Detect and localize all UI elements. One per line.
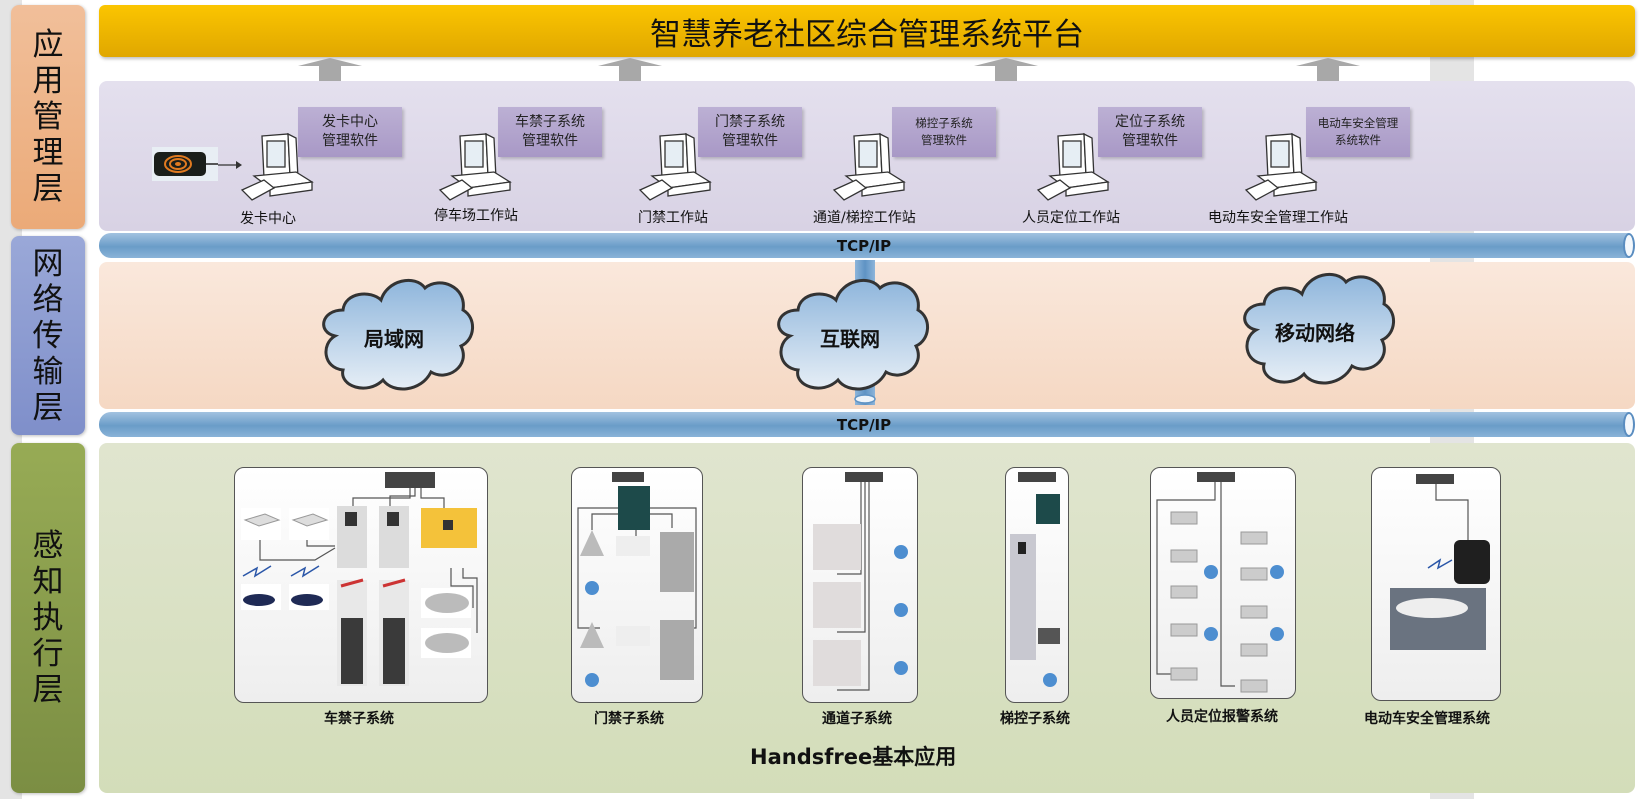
- protocol-label: TCP/IP: [836, 415, 892, 434]
- footer-caption: Handsfree基本应用: [750, 745, 957, 769]
- layer-char: 络: [32, 281, 64, 318]
- subsystem-label: 梯控子系统: [1000, 711, 1070, 727]
- card-reader-icon: [152, 147, 218, 181]
- software-line: 管理软件: [322, 133, 378, 149]
- pipe-end: [854, 394, 876, 404]
- network-label-lan: 局域网: [364, 327, 424, 351]
- layer-label-perception: 感 知 执 行 层: [11, 443, 85, 793]
- layer-char: 层: [32, 171, 64, 207]
- tcpip-bus-bottom: TCP/IP: [99, 412, 1635, 437]
- software-line: 管理软件: [522, 133, 578, 149]
- software-line: 发卡中心: [322, 114, 378, 130]
- workstation-label: 通道/梯控工作站: [813, 210, 916, 226]
- cloud-icon: [322, 278, 474, 391]
- computer-icon: [1244, 132, 1318, 201]
- software-line: 梯控子系统: [915, 116, 973, 130]
- cloud-icon: [1243, 272, 1395, 385]
- tcpip-bus-top: TCP/IP: [99, 233, 1635, 258]
- wireless-signal-icon: [242, 565, 320, 578]
- layer-label-application: 应 用 管 理 层: [11, 5, 85, 229]
- cloud-icon: [777, 278, 929, 391]
- software-box-door: 门禁子系统管理软件: [698, 107, 802, 157]
- software-line: 管理软件: [722, 133, 778, 149]
- passage-devices: [813, 472, 908, 691]
- up-arrow-icon: [1296, 58, 1360, 82]
- elevator-devices: [1010, 472, 1060, 687]
- ebike-devices: [1390, 474, 1490, 650]
- layer-char: 层: [32, 672, 64, 708]
- layer-char: 知: [32, 564, 64, 600]
- layer-char: 行: [32, 636, 64, 672]
- computer-icon: [240, 132, 314, 201]
- subsystem-label: 人员定位报警系统: [1166, 709, 1278, 725]
- software-line: 车禁子系统: [515, 114, 585, 130]
- layer-char: 用: [32, 63, 64, 99]
- network-label-mobile: 移动网络: [1275, 321, 1355, 345]
- subsystem-label: 电动车安全管理系统: [1364, 711, 1490, 727]
- workstation-label: 人员定位工作站: [1022, 210, 1120, 226]
- positioning-devices: [1156, 472, 1284, 693]
- layer-char: 层: [32, 389, 64, 426]
- subsystem-door-access: [571, 467, 703, 703]
- workstation-label: 停车场工作站: [434, 208, 518, 224]
- network-switch-icon: [1197, 472, 1235, 482]
- subsystem-vehicle-access: [234, 467, 488, 703]
- workstation-label: 发卡中心: [240, 211, 296, 227]
- up-arrow-icon: [298, 58, 362, 82]
- layer-char: 感: [32, 528, 64, 564]
- computer-icon: [638, 132, 712, 201]
- subsystem-ebike-safety: [1371, 467, 1501, 701]
- subsystem-label: 门禁子系统: [594, 711, 664, 727]
- software-box-ebike: 电动车安全管理系统软件: [1306, 107, 1410, 157]
- wireless-signal-icon: [1427, 558, 1453, 570]
- pipe-end: [1623, 233, 1635, 258]
- vehicle-access-devices: [241, 472, 478, 686]
- subsystem-passage: [802, 467, 918, 703]
- computer-icon: [1036, 132, 1110, 201]
- computer-icon: [438, 132, 512, 201]
- software-box-elevator: 梯控子系统管理软件: [892, 107, 996, 157]
- software-box-card-center: 发卡中心管理软件: [298, 107, 402, 157]
- up-arrow-icon: [598, 58, 662, 82]
- subsystem-label: 通道子系统: [822, 711, 892, 727]
- workstation-label: 门禁工作站: [638, 210, 708, 226]
- platform-title-bar: 智慧养老社区综合管理系统平台: [99, 5, 1635, 57]
- layer-char: 网: [32, 245, 64, 282]
- software-box-vehicle: 车禁子系统管理软件: [498, 107, 602, 157]
- layer-char: 应: [32, 27, 64, 63]
- network-switch-icon: [385, 472, 435, 488]
- software-line: 管理软件: [1122, 133, 1178, 149]
- network-label-internet: 互联网: [820, 327, 880, 351]
- protocol-label: TCP/IP: [836, 236, 892, 255]
- layer-label-network: 网 络 传 输 层: [11, 236, 85, 435]
- pipe-end: [1623, 412, 1635, 437]
- software-line: 系统软件: [1335, 133, 1381, 147]
- network-switch-icon: [845, 472, 883, 482]
- layer-char: 传: [32, 317, 64, 354]
- layer-char: 输: [32, 353, 64, 390]
- layer-char: 管: [32, 99, 64, 135]
- subsystem-label: 车禁子系统: [324, 711, 394, 727]
- software-line: 管理软件: [921, 133, 967, 147]
- up-arrow-icon: [974, 58, 1038, 82]
- workstation-label: 电动车安全管理工作站: [1208, 210, 1348, 226]
- network-switch-icon: [1416, 474, 1454, 484]
- software-box-positioning: 定位子系统管理软件: [1098, 107, 1202, 157]
- layer-char: 理: [32, 135, 64, 171]
- platform-title: 智慧养老社区综合管理系统平台: [650, 16, 1084, 53]
- software-line: 门禁子系统: [715, 114, 785, 130]
- subsystem-elevator: [1005, 467, 1069, 703]
- connector-arrow-icon: [218, 161, 242, 169]
- layer-char: 执: [32, 600, 64, 636]
- software-line: 电动车安全管理: [1317, 116, 1399, 130]
- network-switch-icon: [1018, 472, 1056, 482]
- software-line: 定位子系统: [1115, 114, 1185, 130]
- door-access-devices: [577, 472, 697, 687]
- subsystem-personnel-positioning: [1150, 467, 1296, 699]
- network-switch-icon: [612, 472, 644, 482]
- computer-icon: [832, 132, 906, 201]
